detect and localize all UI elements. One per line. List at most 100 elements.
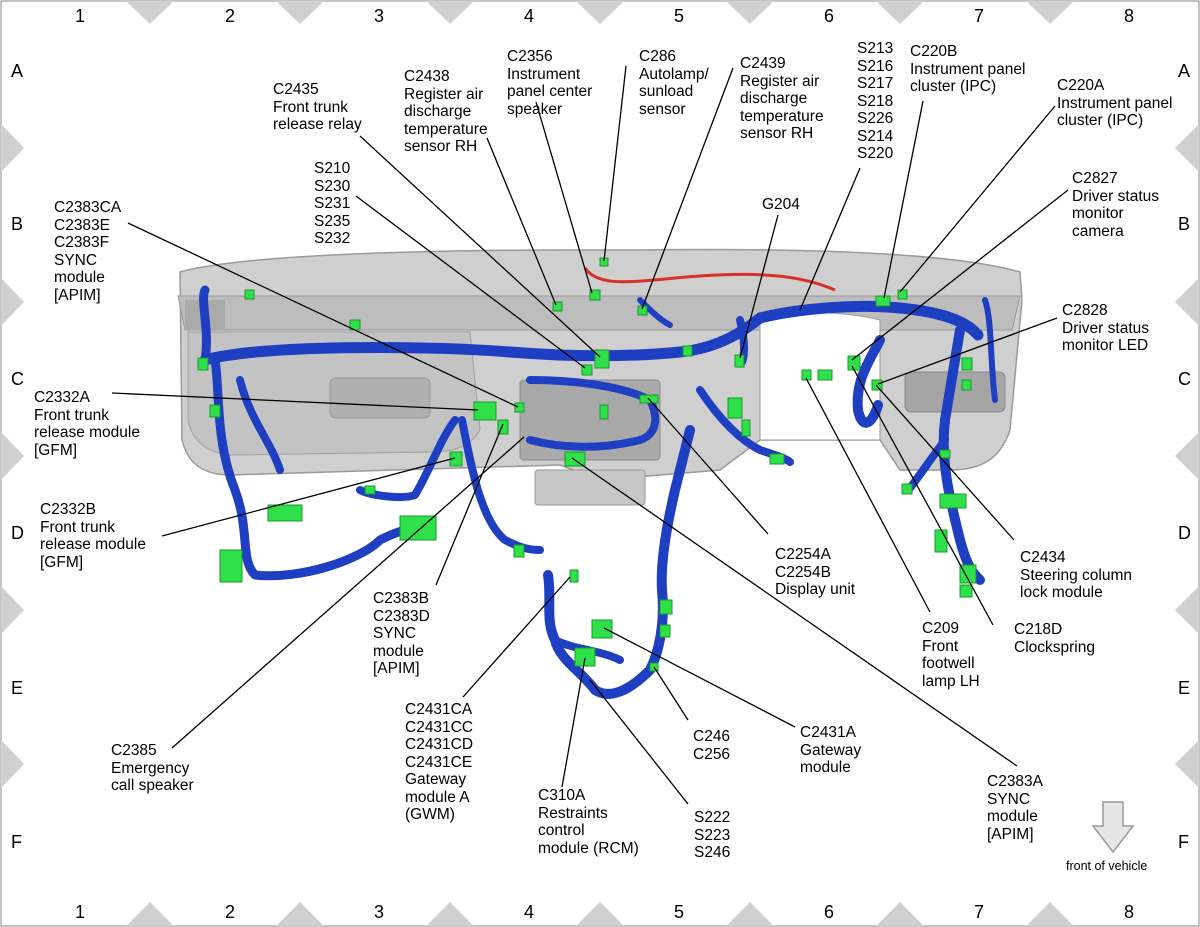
label-c286: C286 Autolamp/ sunload sensor (639, 48, 709, 118)
harness-main-trunk (199, 300, 984, 366)
front-arrow-icon (1091, 801, 1135, 854)
frame-triangle (426, 1, 474, 24)
connector (939, 449, 951, 459)
leader-c209 (805, 377, 931, 613)
harness-center-loop (526, 376, 660, 451)
leader-c2827 (851, 189, 1069, 361)
frame-triangle (276, 1, 324, 24)
connector (741, 419, 751, 437)
label-c209: C209 Front footwell lamp LH (922, 620, 980, 690)
connector (569, 569, 579, 583)
connector (364, 485, 376, 495)
connector-c218d (959, 584, 973, 598)
leader-c2434 (875, 384, 1015, 541)
grid-row-b-right: B (1178, 214, 1191, 234)
panel-upper-rail (177, 295, 1021, 331)
frame-triangle (576, 1, 624, 24)
grid-row-c-left: C (11, 369, 24, 389)
label-splices-left: S210 S230 S231 S235 S232 (314, 160, 351, 247)
frame-triangle (1175, 124, 1199, 172)
leader-c2254 (647, 397, 769, 535)
leader-c310a (561, 657, 586, 788)
red-wire (583, 267, 836, 292)
harness-driver-sub (906, 436, 949, 492)
label-c2431a: C2431A Gateway module (800, 724, 862, 776)
label-c2431ca: C2431CA C2431CC C2431CD C2431CE Gateway … (405, 701, 474, 823)
leader-c220b (883, 100, 924, 299)
leader-s222 (589, 679, 689, 805)
leader-c2383b (435, 423, 504, 586)
grid-col-7-top: 7 (974, 6, 985, 26)
connector (961, 379, 972, 391)
leader-c2439 (641, 67, 734, 310)
frame-triangle (1026, 902, 1074, 926)
label-c2356: C2356 Instrument panel center speaker (507, 48, 593, 118)
grid-row-d-left: D (11, 523, 24, 543)
leader-lines (111, 65, 1069, 805)
harness-autolamp-branch (637, 297, 673, 328)
leader-g204 (739, 214, 779, 359)
grid-col-1-top: 1 (75, 6, 86, 26)
leader-c2383ca (127, 222, 519, 408)
connector-c2438 (552, 301, 563, 312)
connector-c220b (875, 295, 891, 307)
connector (599, 404, 609, 420)
leader-splices-left (355, 195, 586, 369)
grid-col-2-top: 2 (225, 6, 236, 26)
frame-triangle (876, 1, 924, 24)
connector (727, 397, 743, 419)
connector (659, 624, 671, 638)
label-c2332b: C2332B Front trunk release module [GFM] (40, 501, 146, 571)
frame-triangle (1175, 432, 1199, 480)
grid-row-f-left: F (11, 832, 22, 852)
label-c2828: C2828 Driver status monitor LED (1062, 302, 1149, 354)
label-c2383b: C2383B C2383D SYNC module [APIM] (373, 590, 430, 677)
grid-col-4-top: 4 (524, 6, 535, 26)
label-c246: C246 C256 (693, 728, 731, 763)
center-lower-bezel (534, 469, 646, 506)
grid-row-f-right: F (1178, 832, 1189, 852)
frame-triangle (726, 902, 774, 926)
label-c2439: C2439 Register air discharge temperature… (740, 55, 824, 142)
grid-col-4-bottom: 4 (524, 902, 535, 922)
connector (209, 404, 221, 418)
label-c2435: C2435 Front trunk release relay (273, 81, 362, 133)
label-c2385: C2385 Emergency call speaker (111, 742, 194, 794)
connector (934, 529, 948, 553)
leader-c2435 (359, 135, 601, 358)
connector-c2434 (959, 564, 977, 584)
connector (497, 419, 509, 435)
harness-column-branch (852, 335, 885, 428)
leader-c2332b (161, 457, 456, 537)
grid-col-5-bottom: 5 (674, 902, 685, 922)
grid-row-c-right: C (1178, 369, 1191, 389)
frame-triangle (126, 1, 174, 24)
connector-c2356 (589, 289, 601, 301)
connector (581, 364, 593, 376)
connector (197, 357, 209, 371)
front-of-vehicle-note: front of vehicle (1066, 859, 1148, 873)
leader-c2332a (111, 392, 479, 411)
label-c220b: C220B Instrument panel cluster (IPC) (910, 43, 1026, 95)
harness-passenger-branch (199, 285, 425, 581)
grid-col-1-bottom: 1 (75, 902, 86, 922)
glovebox-handle (329, 377, 431, 419)
connector-c2385 (219, 549, 243, 583)
grid-row-d-right: D (1178, 523, 1191, 543)
frame-triangle (276, 902, 324, 926)
label-c2827: C2827 Driver status monitor camera (1072, 170, 1159, 240)
connector-g204 (734, 354, 745, 368)
frame-triangle (576, 902, 624, 926)
frame-triangle (1, 740, 24, 788)
connector (961, 357, 973, 371)
label-s222: S222 S223 S246 (694, 809, 731, 861)
leader-c2431ca (462, 576, 571, 698)
connector (244, 289, 255, 300)
label-c2332a: C2332A Front trunk release module [GFM] (34, 389, 140, 459)
grid-col-6-bottom: 6 (824, 902, 835, 922)
frame-triangle (726, 1, 774, 24)
connector-c2332a (473, 401, 497, 421)
label-splices-top: S213 S216 S217 S218 S226 S214 S220 (857, 40, 894, 162)
connector (817, 369, 833, 381)
connector (659, 599, 673, 615)
